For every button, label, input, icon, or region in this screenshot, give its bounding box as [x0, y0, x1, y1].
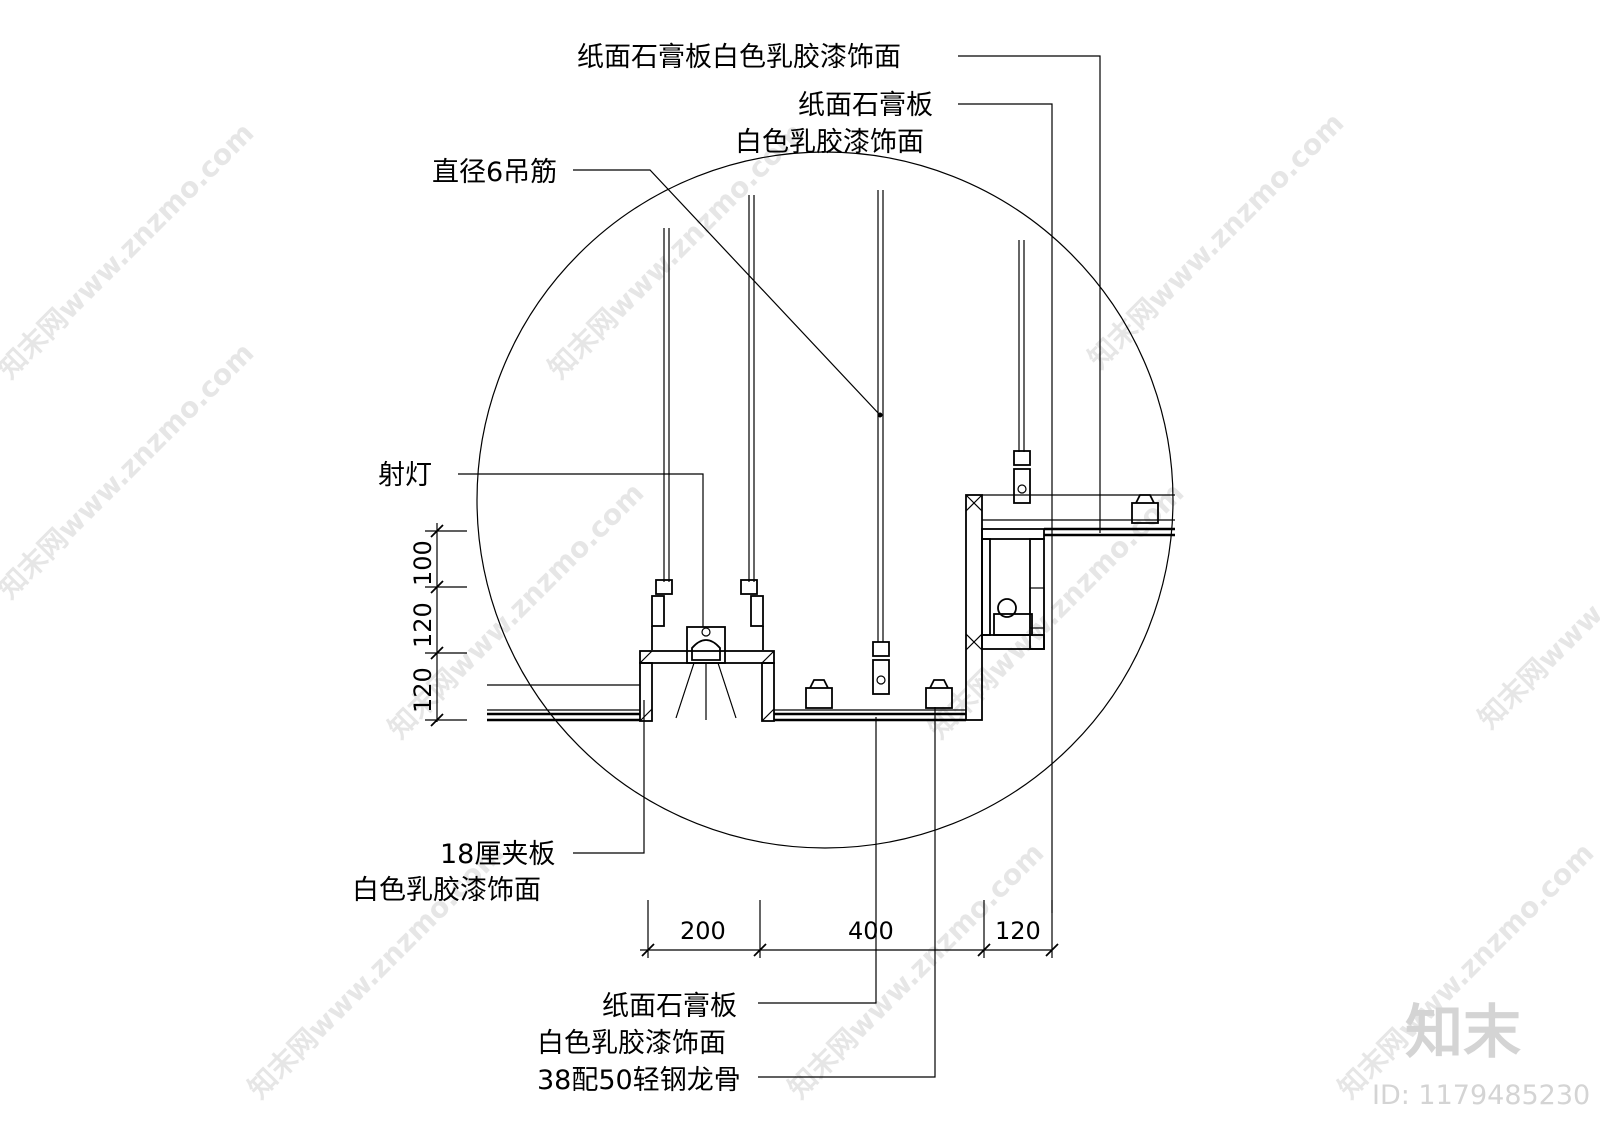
label-bottom-gypsum-line1: 纸面石膏板: [602, 991, 737, 1022]
horizontal-dimensions: [640, 900, 1059, 958]
hanger-rods: [663, 190, 1025, 642]
label-plywood-line1: 18厘夹板: [440, 839, 555, 870]
keel-profile: [925, 687, 953, 709]
watermark-text: 知末网www.znzmo.com: [0, 336, 260, 605]
dimension-120-lower: 120: [409, 667, 437, 713]
dimension-100: 100: [409, 540, 437, 586]
label-top-gypsum-finish: 纸面石膏板白色乳胶漆饰面: [577, 42, 901, 73]
vertical-dimensions: [425, 523, 467, 727]
middle-lower-ceiling: [774, 679, 966, 722]
watermark-text: 知末网www.znzmo.com: [1082, 106, 1351, 375]
right-step-structure: [965, 494, 1175, 721]
label-right-gypsum-line1: 纸面石膏板: [798, 90, 933, 121]
label-right-gypsum-line2: 白色乳胶漆饰面: [735, 127, 924, 158]
keel-profile: [805, 687, 833, 709]
label-bottom-gypsum-line2: 白色乳胶漆饰面: [537, 1028, 726, 1059]
watermark-text: 知末网www.znzmo.com: [0, 116, 260, 385]
dimension-400: 400: [848, 917, 894, 945]
keel-profile: [1131, 502, 1159, 524]
watermark-text: 知末网www.znzmo.com: [782, 836, 1051, 1105]
label-hanger-rod: 直径6吊筋: [432, 157, 557, 188]
spotlight-trough: [639, 626, 775, 722]
dimension-120-right: 120: [995, 917, 1041, 945]
label-plywood-line2: 白色乳胶漆饰面: [352, 875, 541, 906]
hanger-clips: [651, 450, 1031, 695]
dimension-120-upper: 120: [409, 602, 437, 648]
label-spotlight: 射灯: [378, 460, 432, 491]
left-ceiling-panel: [487, 684, 640, 722]
detail-circle: [476, 151, 1174, 849]
watermark-text: 知末网www.znzmo.com: [1472, 466, 1600, 735]
image-id-label: ID: 1179485230: [1372, 1080, 1590, 1111]
label-keel: 38配50轻钢龙骨: [537, 1065, 741, 1096]
watermarks: 知末网www.znzmo.com 知末网www.znzmo.com 知末网www…: [0, 106, 1600, 1105]
watermark-text: 知末网www.znzmo.com: [922, 476, 1191, 745]
watermark-logo: 知末: [1405, 998, 1521, 1066]
dimension-200: 200: [680, 917, 726, 945]
leader-lines: [458, 55, 1101, 1078]
